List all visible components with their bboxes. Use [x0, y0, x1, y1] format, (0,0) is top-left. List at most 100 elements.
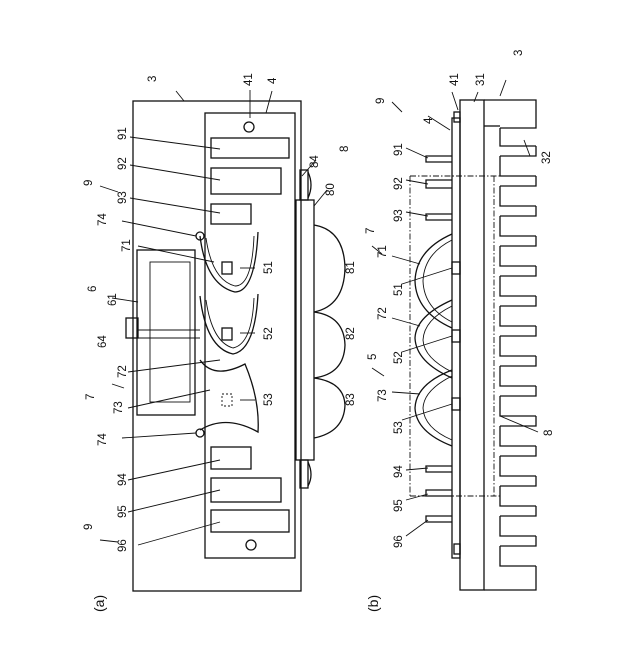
label: 52: [263, 327, 275, 340]
label: 92: [117, 157, 129, 170]
label: 91: [117, 127, 129, 140]
label: 95: [117, 505, 129, 518]
labels-a: 3 41 4 91 92 84 8 9 93 80 74 71 51 81 6 …: [83, 73, 357, 612]
label: 51: [263, 261, 275, 274]
fin-92: [211, 168, 281, 194]
label: 31: [475, 73, 487, 86]
label: 73: [377, 389, 389, 402]
label: 82: [345, 327, 357, 340]
label: 71: [121, 239, 133, 252]
led-51: [222, 262, 232, 274]
holder-frame-61: [137, 250, 195, 415]
label: 51: [393, 283, 405, 296]
boss-93: [426, 214, 452, 220]
figure-b: 9 41 31 3 4 91 32 92 93 7 71 51 72 5 52 …: [365, 50, 555, 612]
label: 53: [263, 393, 275, 406]
reflector-b-73-inner: [423, 376, 452, 440]
led-b-53: [452, 398, 460, 410]
heat-sink-3: [133, 101, 301, 591]
reflector-71-inner: [206, 236, 254, 286]
label: 72: [377, 307, 389, 320]
boss-92: [426, 180, 452, 188]
label: 61: [107, 293, 119, 306]
label: 94: [393, 465, 405, 478]
label: 5: [367, 354, 379, 360]
fin-93: [211, 204, 251, 224]
label: 9: [83, 180, 95, 186]
hole-lower: [246, 540, 256, 550]
led-bulb-82: [314, 312, 345, 378]
reflector-72: [200, 294, 258, 354]
reflectors-b: [415, 234, 460, 446]
holder-6: [126, 250, 200, 415]
led-bulb-83: [314, 378, 345, 438]
label: 81: [345, 261, 357, 274]
label: 3: [513, 50, 525, 56]
label: 64: [97, 335, 109, 348]
boss-91: [426, 156, 452, 162]
panel-label-b: (b): [365, 595, 381, 612]
label: 96: [117, 539, 129, 552]
label: 94: [117, 473, 129, 486]
label: 93: [393, 209, 405, 222]
label: 72: [117, 365, 129, 378]
label: 7: [365, 228, 377, 234]
panel-label-a: (a): [91, 595, 107, 612]
boss-95: [426, 490, 452, 496]
reflector-b-71-inner: [423, 240, 452, 322]
reflector-73: [200, 360, 258, 432]
label: 41: [449, 73, 461, 86]
label: 74: [97, 433, 109, 446]
fin-91: [211, 138, 289, 158]
boss-94: [426, 466, 452, 472]
led-b-52: [452, 330, 460, 342]
label: 3: [147, 76, 159, 82]
led-52: [222, 328, 232, 340]
fins-91-96: [211, 138, 289, 532]
label: 41: [243, 73, 255, 86]
boss-96: [426, 516, 452, 522]
tab-lower: [454, 544, 460, 554]
tab-41: [454, 112, 460, 122]
label: 74: [97, 213, 109, 226]
knob-64: [126, 318, 138, 338]
label: 96: [393, 535, 405, 548]
label: 95: [393, 499, 405, 512]
label: 4: [423, 117, 435, 124]
led-bulb-81: [314, 225, 345, 312]
label: 93: [117, 191, 129, 204]
label: 9: [375, 98, 387, 104]
heat-sink-base-31: [460, 100, 484, 590]
led-53: [222, 394, 232, 406]
label: 80: [325, 183, 337, 196]
fin-96: [211, 510, 289, 532]
label: 91: [393, 143, 405, 156]
fin-95: [211, 478, 281, 502]
substrate-4b: [452, 118, 460, 558]
reflector-b-73: [415, 370, 452, 446]
label: 73: [113, 401, 125, 414]
label: 32: [541, 151, 553, 164]
label: 6: [87, 286, 99, 292]
label: 8: [543, 430, 555, 436]
bosses-91-96: [426, 112, 460, 554]
reflector-b-71: [415, 234, 452, 328]
lamp-80: [296, 170, 345, 488]
label: 7: [85, 394, 97, 400]
label: 4: [267, 77, 279, 84]
label: 71: [377, 245, 389, 258]
heat-sink-fins-32: [484, 100, 536, 590]
hole-41: [244, 122, 254, 132]
led-b-51: [452, 262, 460, 274]
figure-a: 3 41 4 91 92 84 8 9 93 80 74 71 51 81 6 …: [83, 73, 357, 612]
label: 53: [393, 421, 405, 434]
reflector-b-72: [415, 300, 452, 378]
holder-inner: [150, 262, 190, 402]
label: 8: [339, 146, 351, 152]
pin-74-lower: [196, 429, 204, 437]
lamp-base-80: [296, 200, 314, 460]
label: 52: [393, 351, 405, 364]
label: 84: [309, 155, 321, 168]
